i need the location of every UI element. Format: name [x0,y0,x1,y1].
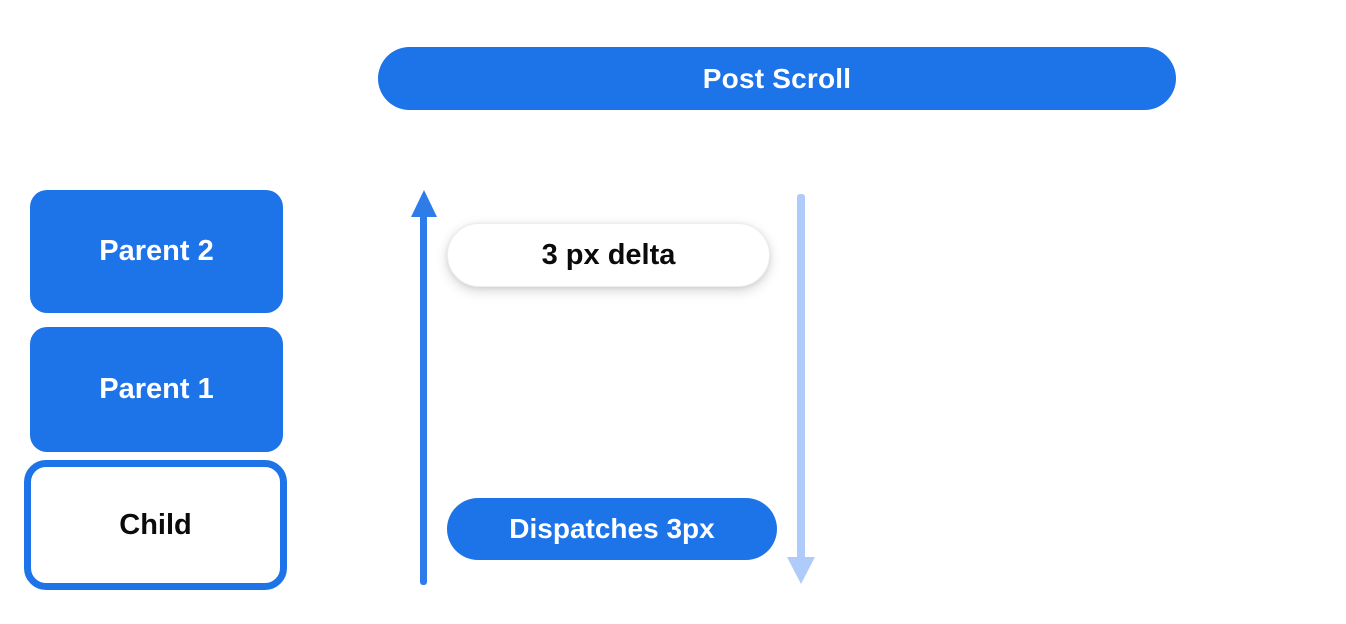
post-scroll-banner: Post Scroll [378,47,1176,110]
parent-2-box: Parent 2 [30,190,283,313]
parent-1-label: Parent 1 [99,373,214,405]
up-arrow-line [420,214,427,585]
post-scroll-banner-label: Post Scroll [702,62,852,94]
parent-1-box: Parent 1 [30,327,283,452]
down-arrow-line [797,194,805,560]
down-arrow-head [787,557,815,584]
parent-2-label: Parent 2 [99,235,214,267]
child-box: Child [24,460,287,590]
delta-pill-label: 3 px delta [541,238,676,271]
dispatch-pill: Dispatches 3px [447,498,777,560]
child-label: Child [119,508,192,541]
up-arrow-head [411,190,437,217]
dispatch-pill-label: Dispatches 3px [509,513,715,544]
delta-pill: 3 px delta [447,223,770,287]
